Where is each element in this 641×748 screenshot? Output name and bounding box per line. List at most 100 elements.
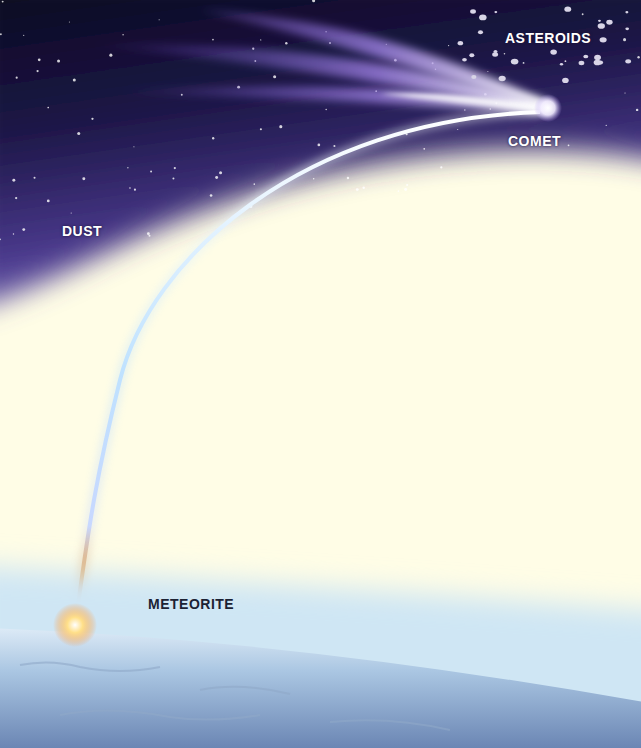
star <box>109 54 112 57</box>
star <box>13 233 14 234</box>
comet-label: COMET <box>508 133 561 149</box>
star <box>325 109 326 110</box>
star <box>404 188 407 191</box>
star <box>0 33 2 35</box>
star <box>0 239 1 241</box>
star <box>398 190 400 192</box>
star <box>215 176 218 179</box>
star <box>47 107 49 109</box>
star <box>69 22 70 23</box>
star <box>15 197 17 199</box>
star <box>318 144 321 147</box>
star <box>219 171 222 174</box>
star <box>637 56 639 58</box>
star <box>2 1 4 3</box>
star <box>82 177 85 180</box>
dust-label: DUST <box>62 223 102 239</box>
star <box>636 109 638 111</box>
star <box>333 145 335 147</box>
star <box>12 179 15 182</box>
star <box>57 59 60 62</box>
meteorite-impact <box>53 603 97 647</box>
comet-head <box>534 94 562 122</box>
star <box>38 58 41 61</box>
asteroid <box>499 76 506 81</box>
star <box>36 70 38 72</box>
star <box>260 128 262 130</box>
star <box>606 125 607 126</box>
asteroid <box>625 11 628 13</box>
star <box>91 118 93 120</box>
star <box>356 188 359 191</box>
asteroid <box>471 75 476 79</box>
star <box>464 109 465 110</box>
asteroid <box>469 53 474 57</box>
asteroid <box>494 11 497 13</box>
asteroid <box>625 27 629 30</box>
star <box>77 132 80 135</box>
star <box>273 75 276 78</box>
star <box>582 13 584 15</box>
star <box>127 167 128 168</box>
star <box>22 228 25 231</box>
star <box>448 45 449 46</box>
star <box>47 200 50 203</box>
asteroid <box>470 9 476 13</box>
asteroids-label: ASTEROIDS <box>505 30 591 46</box>
star <box>23 35 24 36</box>
meteorite-label: METEORITE <box>148 596 234 612</box>
asteroid <box>583 55 588 59</box>
star <box>487 71 488 72</box>
comet-tail <box>90 10 552 114</box>
atmosphere <box>0 565 641 748</box>
star <box>568 144 570 146</box>
earth-surface <box>0 628 641 748</box>
asteroid <box>550 50 557 55</box>
star <box>133 146 134 147</box>
star <box>260 39 261 40</box>
star <box>174 167 176 169</box>
star <box>312 0 315 2</box>
asteroid <box>562 78 569 83</box>
asteroid <box>594 55 601 60</box>
asteroid <box>564 7 571 12</box>
star <box>279 125 282 128</box>
star <box>457 129 458 130</box>
star <box>210 194 213 197</box>
star <box>34 177 36 179</box>
asteroid <box>579 61 585 65</box>
star <box>285 42 287 44</box>
star <box>122 34 123 35</box>
asteroid-field <box>458 7 631 83</box>
asteroid <box>598 20 601 22</box>
star-field <box>0 0 640 240</box>
star <box>159 19 160 20</box>
dust-trail <box>75 112 540 625</box>
asteroid <box>598 61 603 65</box>
star <box>523 62 525 64</box>
star <box>423 148 425 150</box>
star <box>504 53 506 55</box>
asteroid <box>478 30 483 34</box>
star <box>565 60 567 62</box>
asteroid <box>625 59 631 63</box>
star <box>134 189 136 191</box>
asteroid <box>458 41 464 45</box>
star <box>150 171 152 173</box>
star <box>313 178 315 180</box>
asteroid <box>492 52 498 57</box>
star <box>347 177 349 179</box>
star <box>172 178 174 180</box>
star <box>16 77 18 79</box>
asteroid <box>479 14 487 20</box>
dust-trail-glow <box>75 112 540 625</box>
star <box>147 232 150 235</box>
star <box>406 184 408 186</box>
asteroid <box>560 63 563 66</box>
asteroid <box>606 20 612 25</box>
star <box>624 92 625 93</box>
star <box>440 166 442 168</box>
asteroid <box>598 23 605 29</box>
earth-texture <box>20 662 450 730</box>
